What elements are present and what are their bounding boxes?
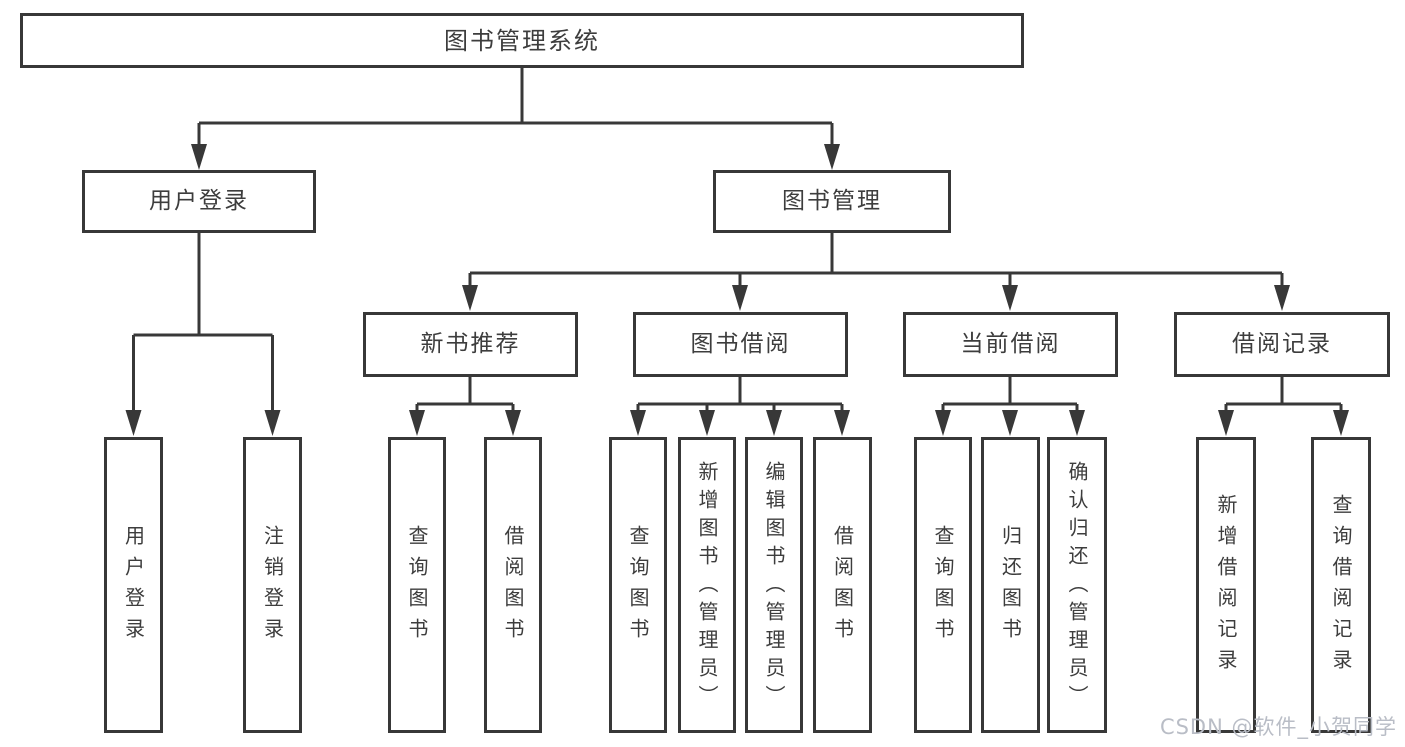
leaf-confirm-return-admin: 确认归还（管理员） [1047, 437, 1107, 733]
leaf-user-login-label: 用户登录 [121, 525, 146, 649]
leaf-query-borrow-record-label: 查询借阅记录 [1329, 494, 1353, 680]
leaf-add-borrow-record-label: 新增借阅记录 [1214, 494, 1238, 680]
node-user-login: 用户登录 [82, 170, 316, 233]
leaf-query-books-current-label: 查询图书 [931, 525, 955, 649]
leaf-logout-label: 注销登录 [260, 525, 285, 649]
leaf-return-books: 归还图书 [981, 437, 1040, 733]
node-user-login-label: 用户登录 [149, 188, 249, 214]
leaf-query-books-borrow-label: 查询图书 [626, 525, 650, 649]
watermark: CSDN @软件_小贺同学 [1159, 715, 1397, 739]
leaf-query-borrow-record: 查询借阅记录 [1311, 437, 1371, 733]
leaf-borrow-books-recommend: 借阅图书 [484, 437, 542, 733]
node-book-management-label: 图书管理 [782, 188, 882, 214]
leaf-confirm-return-admin-label: 确认归还（管理员） [1065, 461, 1089, 713]
leaf-add-book-admin-label: 新增图书（管理员） [695, 461, 719, 713]
leaf-logout: 注销登录 [243, 437, 302, 733]
leaf-query-books-borrow: 查询图书 [609, 437, 667, 733]
node-root: 图书管理系统 [20, 13, 1024, 68]
leaf-edit-book-admin: 编辑图书（管理员） [745, 437, 803, 733]
node-book-management: 图书管理 [713, 170, 951, 233]
node-borrow-records-label: 借阅记录 [1232, 331, 1332, 357]
leaf-query-books-recommend: 查询图书 [388, 437, 446, 733]
leaf-borrow-books-borrow: 借阅图书 [813, 437, 872, 733]
node-new-book-recommend-label: 新书推荐 [420, 331, 521, 357]
leaf-return-books-label: 归还图书 [998, 525, 1023, 649]
leaf-borrow-books-borrow-label: 借阅图书 [830, 525, 855, 649]
leaf-add-book-admin: 新增图书（管理员） [678, 437, 736, 733]
node-current-borrow: 当前借阅 [903, 312, 1118, 377]
leaf-query-books-current: 查询图书 [914, 437, 972, 733]
leaf-query-books-recommend-label: 查询图书 [405, 525, 429, 649]
node-root-label: 图书管理系统 [444, 26, 600, 55]
leaf-borrow-books-recommend-label: 借阅图书 [501, 525, 525, 649]
leaf-user-login: 用户登录 [104, 437, 163, 733]
leaf-edit-book-admin-label: 编辑图书（管理员） [762, 461, 786, 713]
node-borrow-records: 借阅记录 [1174, 312, 1390, 377]
leaf-add-borrow-record: 新增借阅记录 [1196, 437, 1256, 733]
node-new-book-recommend: 新书推荐 [363, 312, 578, 377]
node-book-borrow-label: 图书借阅 [690, 331, 791, 357]
node-current-borrow-label: 当前借阅 [960, 331, 1061, 357]
node-book-borrow: 图书借阅 [633, 312, 848, 377]
